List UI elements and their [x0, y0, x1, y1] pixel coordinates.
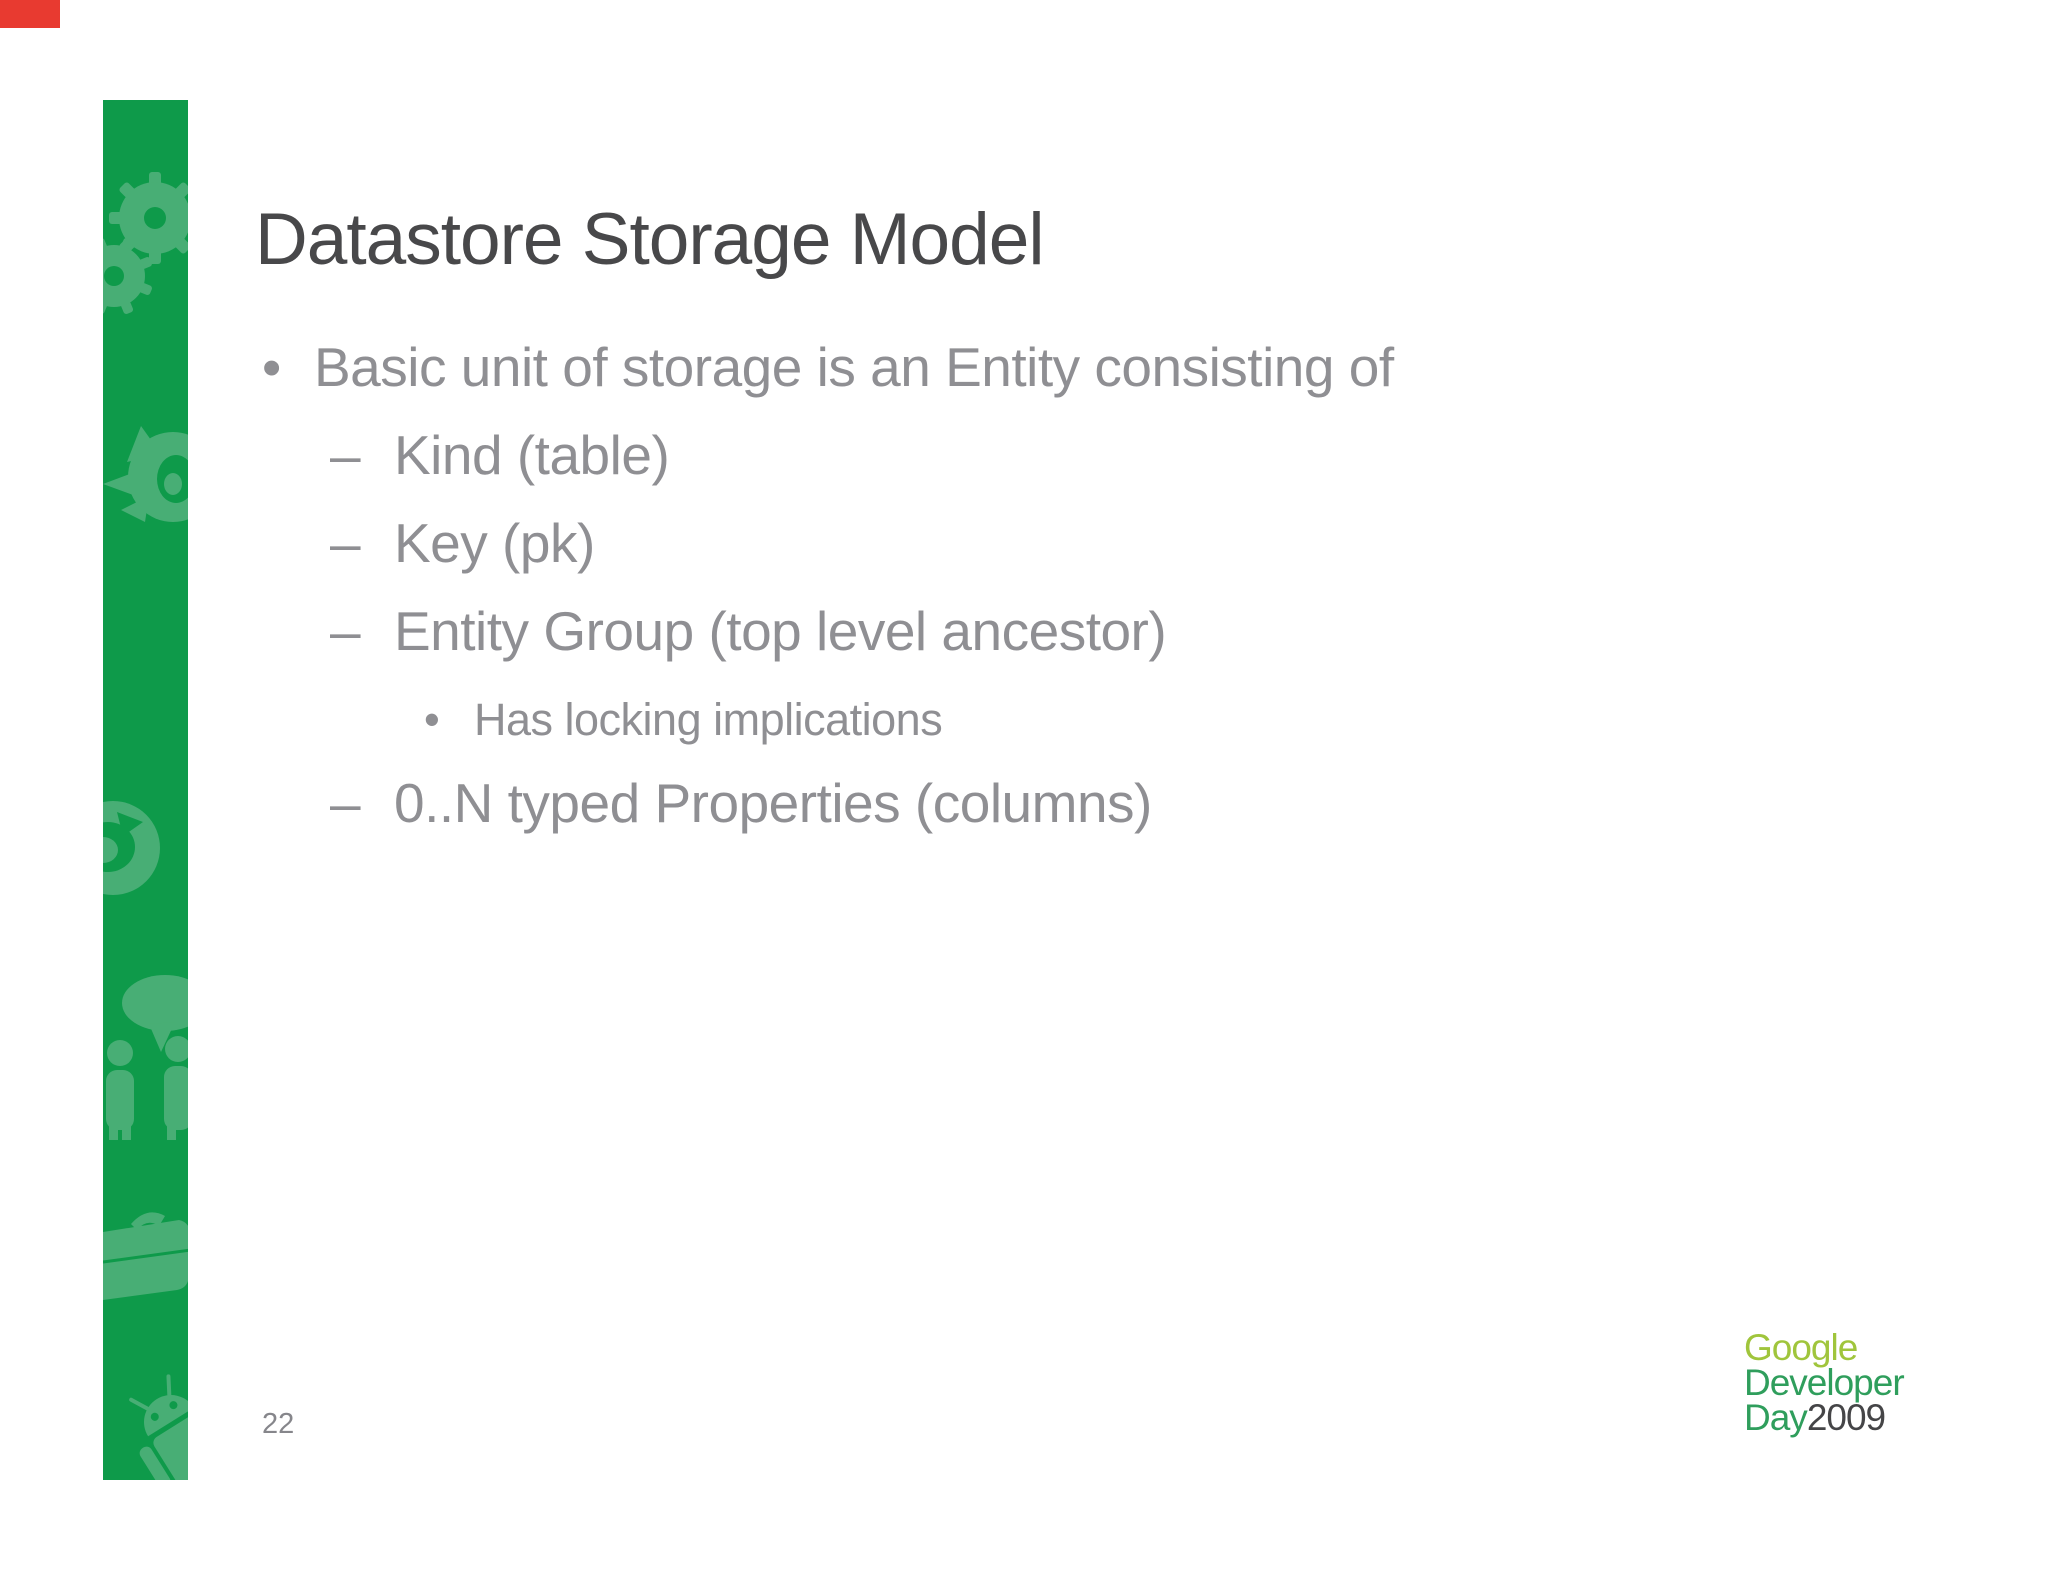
toolbox-icon: [103, 1212, 188, 1300]
bullet-item: – 0..N typed Properties (columns): [330, 772, 1152, 835]
bullet-item: – Entity Group (top level ancestor): [330, 600, 1167, 663]
bullet-text: Kind (table): [394, 424, 670, 486]
logo-developer: Developer: [1744, 1362, 1905, 1403]
people-chat-icon: [106, 975, 188, 1140]
bullet-text: Basic unit of storage is an Entity consi…: [314, 336, 1394, 398]
page-number: 22: [262, 1408, 295, 1440]
bullet-marker: •: [424, 694, 440, 745]
logo-day2009: Day2009: [1744, 1397, 1904, 1438]
logo-year: 2009: [1806, 1397, 1886, 1438]
android-sidebar: [103, 100, 188, 1480]
slide-title: Datastore Storage Model: [255, 199, 1045, 280]
bullet-text: Key (pk): [394, 512, 595, 574]
bullet-item: • Has locking implications: [424, 694, 943, 746]
bullet-marker: –: [330, 512, 361, 574]
bullet-marker: –: [330, 424, 361, 486]
bullet-text: Entity Group (top level ancestor): [394, 600, 1167, 662]
logo-google: Google: [1744, 1327, 1858, 1368]
sidebar-decorations: [103, 172, 188, 1480]
gears-icon: [103, 172, 188, 314]
bullet-item: • Basic unit of storage is an Entity con…: [262, 336, 1394, 399]
bullet-marker: –: [330, 772, 361, 834]
bullet-text: Has locking implications: [474, 694, 943, 745]
logo-day: Day: [1744, 1397, 1808, 1438]
flying-android-icon: [103, 426, 188, 522]
bullet-item: – Kind (table): [330, 424, 670, 487]
bullet-marker: –: [330, 600, 361, 662]
android-robot-icon: [129, 1374, 188, 1480]
gdd-logo: Google Developer Day2009: [1744, 1327, 1905, 1438]
bullet-item: – Key (pk): [330, 512, 595, 575]
wheel-icon: [103, 801, 160, 895]
bullet-text: 0..N typed Properties (columns): [394, 772, 1152, 834]
recording-indicator: [0, 0, 60, 28]
bullet-marker: •: [262, 336, 281, 398]
